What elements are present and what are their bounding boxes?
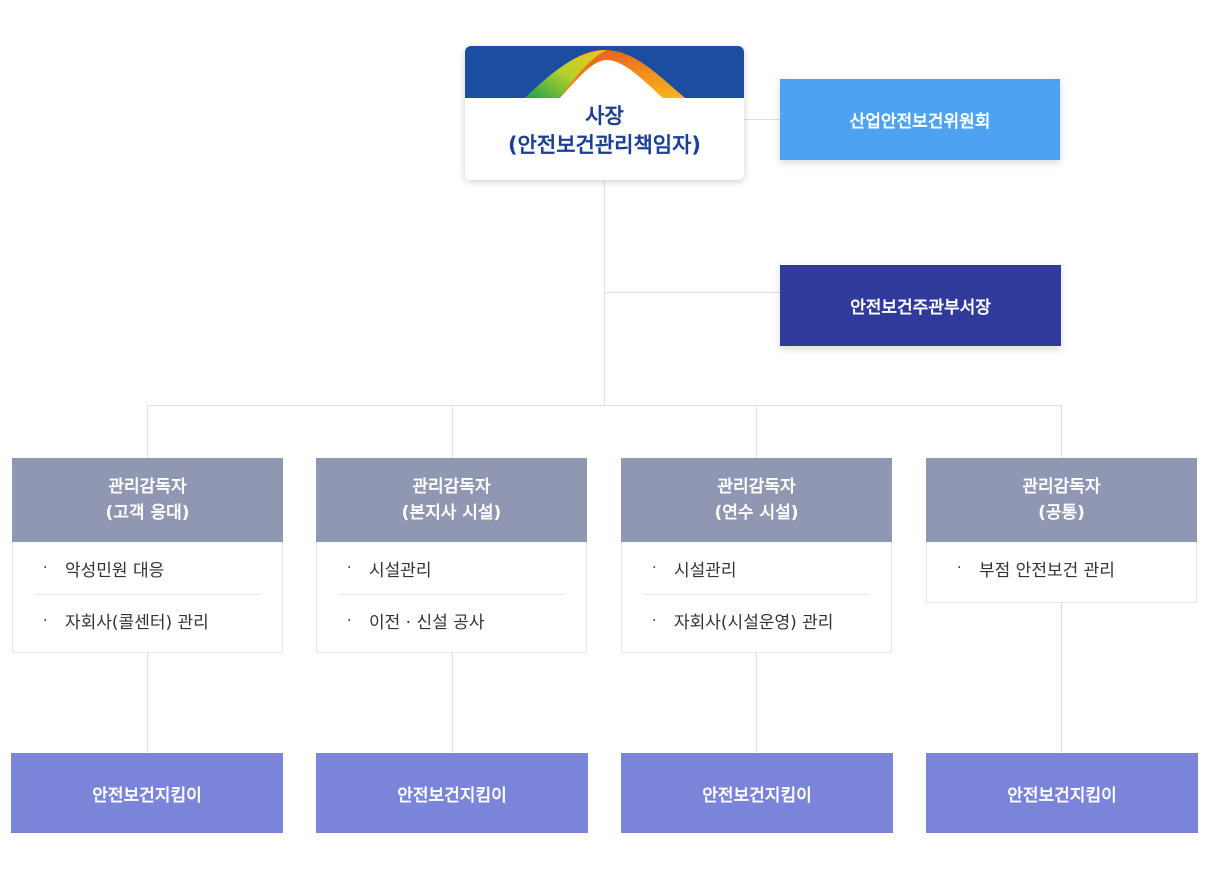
connector-keeper-1: [147, 652, 148, 753]
bullet-icon: ·: [652, 612, 657, 629]
connector-ceo-committee: [744, 119, 780, 120]
supervisor-header: 관리감독자 (고객 응대): [12, 458, 283, 542]
bullet-icon: ·: [652, 560, 657, 576]
connector-drop-4: [1061, 405, 1062, 458]
keeper-label: 안전보건지킴이: [397, 785, 507, 806]
bullet-icon: ·: [347, 560, 352, 576]
connector-drop-3: [756, 405, 757, 458]
connector-keeper-2: [452, 652, 453, 753]
connector-horizontal-bus: [147, 405, 1062, 406]
bullet-icon: ·: [43, 560, 48, 576]
ceo-label: 사장 (안전보건관리책임자): [465, 102, 744, 160]
duty-item: · 자회사(시설운영) 관리: [644, 594, 869, 646]
bullet-icon: ·: [347, 612, 352, 629]
duty-item: · 이전 · 신설 공사: [339, 594, 564, 646]
duty-text: 시설관리: [369, 560, 432, 581]
supervisor-title: 관리감독자: [1022, 477, 1101, 497]
keeper-label: 안전보건지킴이: [702, 785, 812, 806]
supervisor-header: 관리감독자 (공통): [926, 458, 1197, 542]
connector-drop-2: [452, 405, 453, 458]
bullet-icon: ·: [957, 560, 962, 576]
duty-list: · 시설관리 · 자회사(시설운영) 관리: [621, 542, 892, 653]
duty-text: 시설관리: [674, 560, 737, 581]
supervisor-title: 관리감독자: [412, 477, 491, 497]
bullet-icon: ·: [43, 612, 48, 629]
duty-list: · 시설관리 · 이전 · 신설 공사: [316, 542, 587, 653]
supervisor-title: 관리감독자: [108, 477, 187, 497]
duty-item: · 시설관리: [339, 542, 564, 594]
duty-item: · 부점 안전보건 관리: [949, 542, 1174, 594]
duty-text: 자회사(시설운영) 관리: [674, 613, 834, 633]
duty-text: 부점 안전보건 관리: [979, 560, 1115, 581]
ceo-title: 사장: [585, 104, 624, 128]
duty-text: 이전 · 신설 공사: [369, 613, 485, 633]
duty-text: 자회사(콜센터) 관리: [65, 613, 209, 633]
mountain-logo-icon: [465, 46, 744, 98]
keeper-box: 안전보건지킴이: [11, 753, 283, 833]
connector-trunk-director: [604, 292, 780, 293]
connector-keeper-4: [1061, 602, 1062, 753]
duty-list: · 부점 안전보건 관리: [926, 542, 1197, 603]
keeper-box: 안전보건지킴이: [926, 753, 1198, 833]
duty-item: · 악성민원 대응: [35, 542, 260, 594]
ceo-subtitle: (안전보건관리책임자): [507, 133, 702, 157]
supervisor-subtitle: (본지사 시설): [401, 503, 502, 523]
keeper-label: 안전보건지킴이: [1007, 785, 1117, 806]
committee-label: 산업안전보건위원회: [849, 112, 991, 132]
director-box: 안전보건주관부서장: [780, 265, 1061, 346]
duty-item: · 시설관리: [644, 542, 869, 594]
director-label: 안전보건주관부서장: [850, 298, 991, 318]
supervisor-header: 관리감독자 (연수 시설): [621, 458, 892, 542]
supervisor-title: 관리감독자: [717, 477, 796, 497]
keeper-label: 안전보건지킴이: [92, 785, 202, 806]
duty-list: · 악성민원 대응 · 자회사(콜센터) 관리: [12, 542, 283, 653]
connector-drop-1: [147, 405, 148, 458]
supervisor-subtitle: (고객 응대): [105, 503, 190, 523]
supervisor-subtitle: (공통): [1038, 503, 1085, 523]
committee-box: 산업안전보건위원회: [780, 79, 1060, 160]
keeper-box: 안전보건지킴이: [316, 753, 588, 833]
duty-text: 악성민원 대응: [65, 560, 165, 581]
supervisor-header: 관리감독자 (본지사 시설): [316, 458, 587, 542]
connector-keeper-3: [756, 652, 757, 753]
ceo-box: 사장 (안전보건관리책임자): [465, 46, 744, 180]
supervisor-subtitle: (연수 시설): [714, 503, 799, 523]
keeper-box: 안전보건지킴이: [621, 753, 893, 833]
duty-item: · 자회사(콜센터) 관리: [35, 594, 260, 646]
